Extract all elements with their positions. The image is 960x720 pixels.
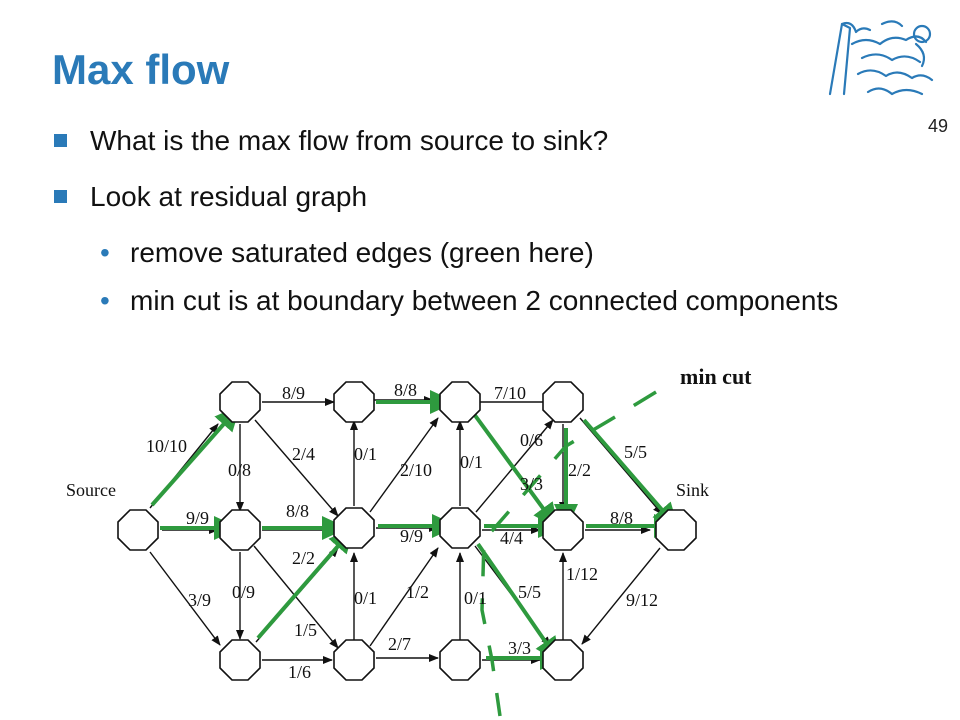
edge-label: 1/6: [288, 662, 311, 682]
edge-label: 3/3: [508, 638, 531, 658]
sub-bullet-item: • min cut is at boundary between 2 conne…: [52, 284, 892, 318]
node-a1: [219, 381, 261, 423]
saturated-edge-src-a1: [150, 405, 241, 507]
edge-label: 8/8: [286, 501, 309, 521]
edge-label: 0/1: [354, 588, 377, 608]
edge-label: 5/5: [624, 442, 647, 462]
saturated-edge-c2-d3: [476, 542, 561, 664]
edge-label: 8/9: [282, 383, 305, 403]
saturated-edge-a3-b2: [256, 526, 355, 640]
node-b3: [333, 639, 375, 681]
edge-label: 0/1: [354, 444, 377, 464]
edge-label: 2/10: [400, 460, 432, 480]
edge-label: 8/8: [610, 508, 633, 528]
bullet-text: remove saturated edges (green here): [130, 237, 594, 268]
node-sink: [655, 509, 697, 551]
saturated-edge-c1-d2: [472, 412, 559, 530]
edge-label: 9/9: [186, 508, 209, 528]
dot-bullet-icon: •: [100, 285, 110, 316]
edge-label: 0/6: [520, 430, 543, 450]
bullet-text: What is the max flow from source to sink…: [90, 125, 609, 156]
source-label: Source: [66, 480, 116, 500]
edge-label: 2/7: [388, 634, 411, 654]
bullet-list: What is the max flow from source to sink…: [52, 124, 892, 340]
bullet-item: What is the max flow from source to sink…: [52, 124, 892, 158]
edge-label: 0/9: [232, 582, 255, 602]
edge-label: 4/4: [500, 528, 523, 548]
edge-label: 3/9: [188, 590, 211, 610]
node-d2: [542, 509, 584, 551]
node-a3: [219, 639, 261, 681]
node-d3: [542, 639, 584, 681]
dot-bullet-icon: •: [100, 237, 110, 268]
square-bullet-icon: [54, 190, 67, 203]
university-lion-logo-icon: [822, 14, 942, 107]
node-b2: [333, 507, 375, 549]
edge-label: 9/9: [400, 526, 423, 546]
min-cut-label: min cut: [680, 364, 752, 389]
edge-label: 5/5: [518, 582, 541, 602]
square-bullet-icon: [54, 134, 67, 147]
bullet-text: min cut is at boundary between 2 connect…: [130, 285, 839, 316]
bullet-item: Look at residual graph: [52, 180, 892, 214]
bullet-text: Look at residual graph: [90, 181, 368, 212]
node-c2: [439, 507, 481, 549]
edge-label: 0/8: [228, 460, 251, 480]
edge-label: 9/12: [626, 590, 658, 610]
edge-label: 0/1: [460, 452, 483, 472]
edge-label: 2/4: [292, 444, 315, 464]
edge-label: 2/2: [292, 548, 315, 568]
saturated-edge-d1-sink: [582, 418, 679, 530]
node-source: [117, 509, 159, 551]
edge-label: 3/3: [520, 474, 543, 494]
min-cut-dashed-line: [480, 390, 657, 717]
edge-label: 1/5: [294, 620, 317, 640]
edge-label: 0/1: [464, 588, 487, 608]
edge-b2-c1: [369, 417, 439, 513]
edge-src-a3: [149, 551, 221, 646]
edge-label: 1/2: [406, 582, 429, 602]
node-d1: [542, 381, 584, 423]
sink-label: Sink: [676, 480, 709, 500]
node-a2: [219, 509, 261, 551]
edge-label: 7/10: [494, 383, 526, 403]
edge-label: 10/10: [146, 436, 187, 456]
edge-b3-c2: [369, 547, 439, 647]
edge-label: 8/8: [394, 380, 417, 400]
node-c3: [439, 639, 481, 681]
edge-label: 1/12: [566, 564, 598, 584]
edge-sink-d3: [581, 547, 661, 645]
node-b1: [333, 381, 375, 423]
sub-bullet-item: • remove saturated edges (green here): [52, 236, 892, 270]
page-number: 49: [928, 116, 949, 136]
edge-a1-b2: [254, 419, 339, 517]
node-c1: [439, 381, 481, 423]
edge-label: 2/2: [568, 460, 591, 480]
slide-title: Max flow: [52, 46, 230, 93]
